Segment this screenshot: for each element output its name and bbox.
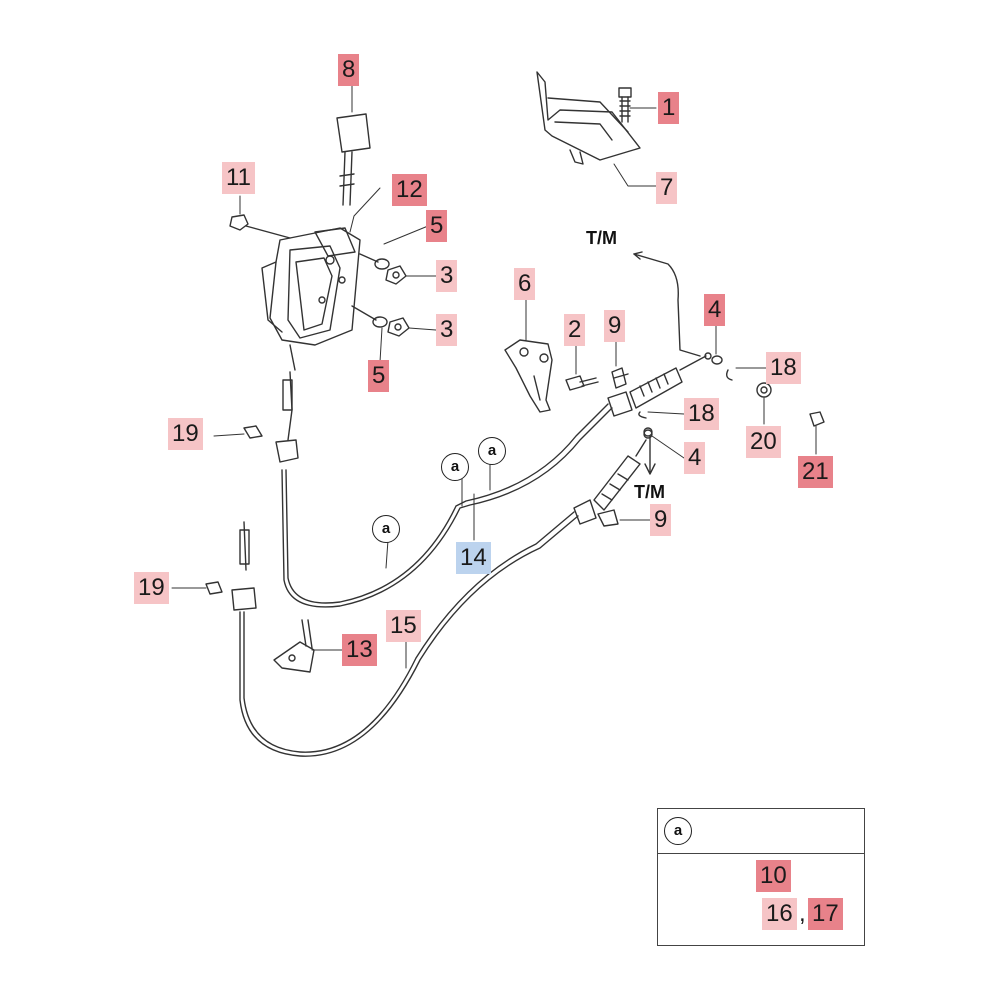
tm-marker-upper: T/M [586,228,617,248]
washer-part-4-lower [643,427,653,437]
select-cable-part-15 [231,429,653,757]
callout-5-lower[interactable]: 5 [368,360,390,392]
clip-part-19-upper [243,425,263,439]
callout-16[interactable]: 16 [762,898,797,930]
legend-key-a: a [664,817,692,845]
callout-10[interactable]: 10 [756,860,791,892]
callout-4-lower[interactable]: 4 [684,442,706,474]
callout-1[interactable]: 1 [658,92,680,124]
callout-8[interactable]: 8 [338,54,360,86]
callout-18-lower[interactable]: 18 [684,398,719,430]
callout-11[interactable]: 11 [222,162,255,194]
clip-part-18-upper [725,369,733,381]
clip-part-19-lower [205,581,223,595]
tm-arrow-lower [644,435,656,475]
bushing-part-20 [756,382,772,398]
callout-17[interactable]: 17 [808,898,843,930]
bracket-part-6 [504,339,553,413]
bolt-part-1 [618,87,632,123]
callout-2[interactable]: 2 [564,314,586,346]
callout-3-upper[interactable]: 3 [436,260,458,292]
bolt-part-2 [565,375,599,391]
callout-19-upper[interactable]: 19 [168,418,203,450]
clip-part-9-upper [611,367,629,389]
detail-marker-a-3[interactable]: a [372,515,400,543]
washer-part-5-lower [351,305,388,328]
bracket-part-7 [536,71,641,165]
clip-part-9-lower [597,509,619,527]
nut-part-3-upper [385,265,407,285]
callout-14[interactable]: 14 [456,542,491,574]
callout-18-upper[interactable]: 18 [766,352,801,384]
nut-part-11 [229,214,291,239]
callout-20[interactable]: 20 [746,426,781,458]
callout-13[interactable]: 13 [342,634,377,666]
cap-part-21 [809,411,825,427]
callout-21[interactable]: 21 [798,456,833,488]
detail-marker-a-2[interactable]: a [478,437,506,465]
nut-part-3-lower [387,317,410,337]
callout-19-lower[interactable]: 19 [134,572,169,604]
shift-knob-part-8 [336,113,371,206]
shifter-housing [261,227,361,371]
bracket-part-13 [273,619,315,673]
washer-part-5-upper [359,253,390,270]
washer-part-4-upper [711,355,723,365]
callout-6[interactable]: 6 [514,268,536,300]
detail-marker-a-1[interactable]: a [441,453,469,481]
leader-lines [171,83,817,669]
callout-9-lower[interactable]: 9 [650,504,672,536]
tm-arrow-upper [633,251,701,357]
tm-marker-lower: T/M [634,482,665,502]
callout-3-lower[interactable]: 3 [436,314,458,346]
callout-4-upper[interactable]: 4 [704,294,726,326]
clip-part-18-lower [638,411,647,419]
callout-12[interactable]: 12 [392,174,427,206]
legend-divider [658,853,864,854]
callout-7[interactable]: 7 [656,172,678,204]
callout-9-upper[interactable]: 9 [604,310,626,342]
callout-15[interactable]: 15 [386,610,421,642]
callout-5-upper[interactable]: 5 [426,210,448,242]
shift-cable-part-14 [275,352,712,608]
legend-comma: , [799,900,806,927]
